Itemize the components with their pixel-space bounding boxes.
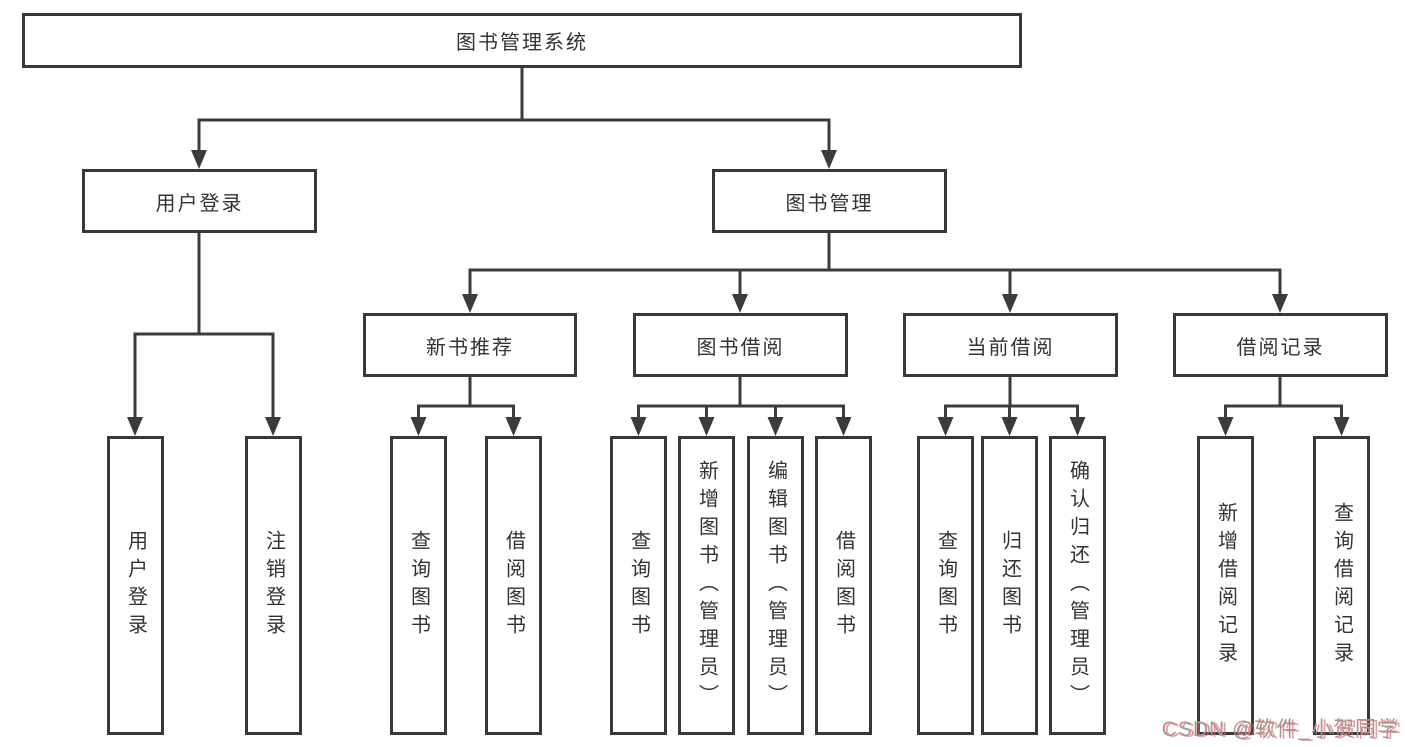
leaf-newbook-query-book: 查询图书 [390,436,447,735]
csdn-watermark: CSDN @软件_小贺同学 [1161,718,1399,741]
node-label: 新书推荐 [426,336,514,359]
node-label: 查询图书 [407,529,430,642]
leaf-borrow-add-book-admin: 新增图书（管理员） [678,436,735,735]
leaf-records-query-record: 查询借阅记录 [1313,436,1370,735]
node-borrow-records: 借阅记录 [1173,313,1388,377]
node-label: 当前借阅 [966,336,1055,359]
node-library-management-system: 图书管理系统 [22,13,1022,68]
node-label: 新增借阅记录 [1214,501,1237,670]
node-current-borrow: 当前借阅 [903,313,1118,377]
node-label: 用户登录 [124,529,147,642]
leaf-newbook-borrow-book: 借阅图书 [485,436,542,735]
leaf-current-query-book: 查询图书 [917,436,974,735]
leaf-borrow-edit-book-admin: 编辑图书（管理员） [747,436,804,735]
node-label: 查询图书 [627,529,650,642]
node-label: 借阅图书 [502,529,525,642]
leaf-user-login: 用户登录 [107,436,164,735]
node-label: 借阅记录 [1236,336,1325,359]
node-book-management: 图书管理 [712,169,947,233]
node-book-borrow: 图书借阅 [633,313,848,377]
node-label: 用户登录 [155,192,244,215]
leaf-current-confirm-return-admin: 确认归还（管理员） [1049,436,1106,735]
node-label: 编辑图书（管理员） [764,459,787,712]
leaf-logout-login: 注销登录 [245,436,302,735]
node-label: 查询借阅记录 [1330,501,1353,670]
node-user-login: 用户登录 [82,169,317,233]
leaf-current-return-book: 归还图书 [981,436,1038,735]
node-label: 归还图书 [998,529,1021,642]
node-label: 借阅图书 [832,529,855,642]
node-label: 新增图书（管理员） [695,459,718,712]
node-new-book-recommend: 新书推荐 [363,313,577,377]
node-label: 图书借阅 [696,336,785,359]
node-label: 图书管理 [785,192,874,215]
node-label: 图书管理系统 [456,32,588,54]
leaf-records-add-record: 新增借阅记录 [1197,436,1254,735]
node-label: 确认归还（管理员） [1066,459,1089,712]
node-label: 查询图书 [934,529,957,642]
leaf-borrow-borrow-book: 借阅图书 [815,436,872,735]
node-label: 注销登录 [262,529,285,642]
leaf-borrow-query-book: 查询图书 [610,436,667,735]
